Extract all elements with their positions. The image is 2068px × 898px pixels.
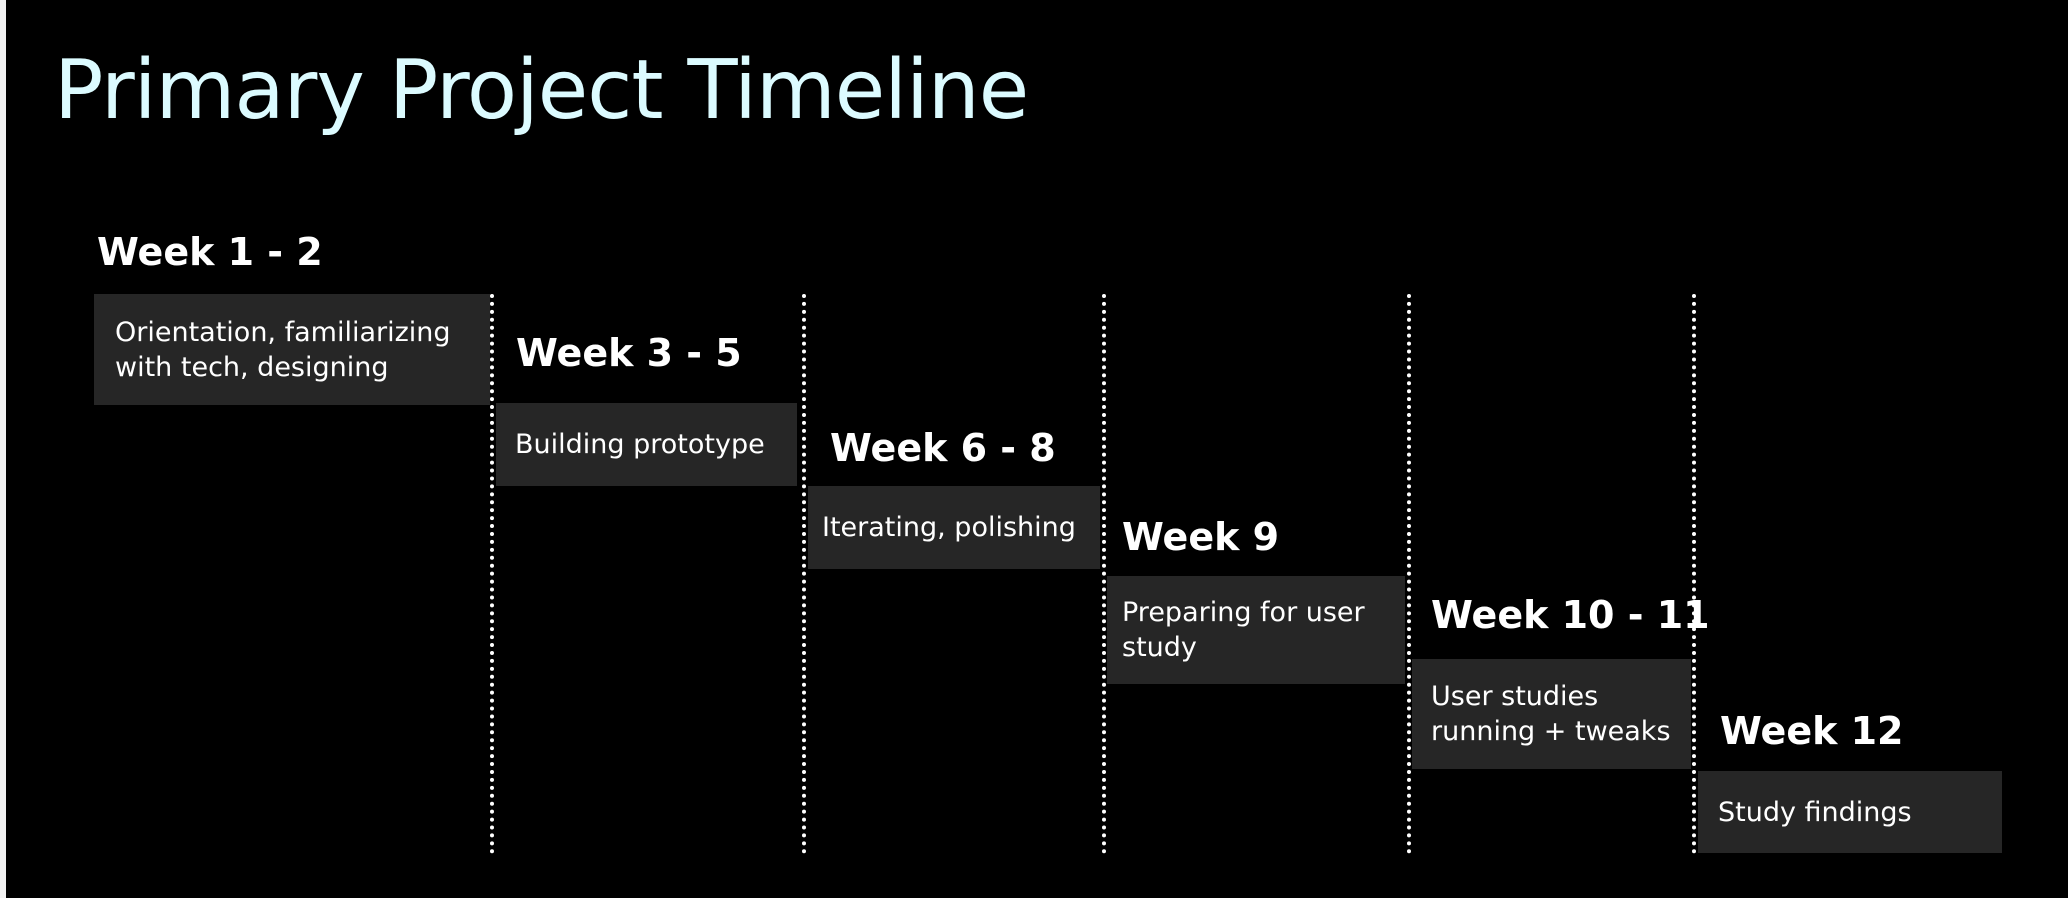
- page-title: Primary Project Timeline: [54, 43, 1029, 138]
- week-label: Week 6 - 8: [830, 426, 1056, 470]
- task-label: Study findings: [1718, 796, 1912, 828]
- task-label: User studies running + tweaks: [1431, 681, 1671, 747]
- divider-line: [1692, 294, 1696, 854]
- week-label: Week 1 - 2: [97, 230, 323, 274]
- divider-line: [490, 294, 494, 854]
- task-label: Iterating, polishing: [822, 512, 1076, 543]
- task-box: Iterating, polishing: [808, 486, 1100, 569]
- task-label: Orientation, familiarizing with tech, de…: [115, 316, 451, 383]
- task-box: Building prototype: [496, 403, 797, 486]
- divider-line: [1102, 294, 1106, 854]
- week-label: Week 3 - 5: [516, 331, 742, 375]
- task-box: Preparing for user study: [1107, 576, 1405, 684]
- task-box: Study findings: [1698, 771, 2002, 853]
- task-label: Building prototype: [515, 429, 765, 460]
- task-box: Orientation, familiarizing with tech, de…: [94, 294, 490, 405]
- week-label: Week 9: [1122, 515, 1280, 559]
- week-label: Week 12: [1720, 709, 1904, 753]
- task-box: User studies running + tweaks: [1412, 659, 1691, 769]
- divider-line: [802, 294, 806, 854]
- left-edge-strip: [0, 0, 6, 898]
- task-label: Preparing for user study: [1122, 597, 1365, 663]
- week-label: Week 10 - 11: [1431, 593, 1710, 637]
- divider-line: [1407, 294, 1411, 854]
